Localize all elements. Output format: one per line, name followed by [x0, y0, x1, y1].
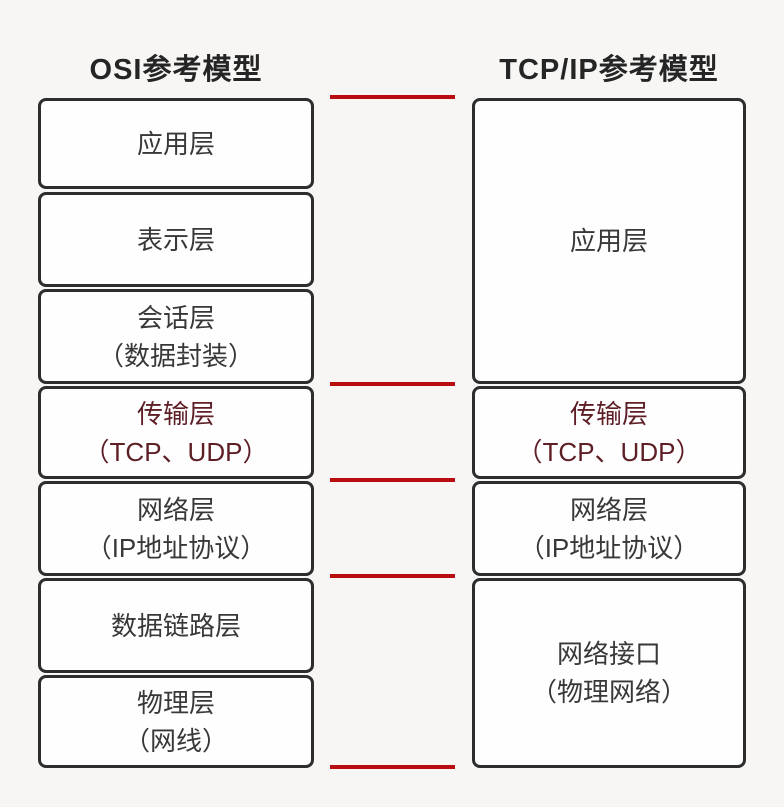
layer-title: 网络接口	[556, 639, 661, 669]
tcpip-layer-network: 网络层 （IP地址协议）	[472, 481, 746, 576]
osi-layer-transport: 传输层 （TCP、UDP）	[38, 386, 314, 479]
tcpip-layer-network-interface: 网络接口 （物理网络）	[472, 578, 746, 768]
connector-line-network-bottom	[330, 574, 455, 578]
layer-subtitle: （TCP、UDP）	[516, 436, 702, 467]
connector-line-bottom	[330, 765, 455, 769]
layer-title: 传输层	[569, 398, 648, 429]
osi-layer-datalink: 数据链路层	[38, 578, 314, 673]
tcpip-model-title: TCP/IP参考模型	[499, 54, 719, 86]
layer-subtitle: （数据封装）	[97, 340, 254, 371]
osi-layer-application: 应用层	[38, 98, 314, 189]
osi-layer-network: 网络层 （IP地址协议）	[38, 481, 314, 576]
layer-title: 网络层	[136, 494, 215, 525]
layer-title: 传输层	[136, 398, 215, 429]
connector-line-transport-top	[330, 382, 455, 386]
layer-title: 物理层	[136, 687, 215, 718]
layer-subtitle: （物理网络）	[530, 677, 687, 707]
osi-model-title: OSI参考模型	[89, 54, 263, 86]
layer-title: 数据链路层	[110, 610, 241, 641]
tcpip-layer-transport: 传输层 （TCP、UDP）	[472, 386, 746, 479]
layer-title: 应用层	[569, 226, 648, 256]
layer-subtitle: （TCP、UDP）	[83, 436, 269, 467]
layer-title: 网络层	[569, 494, 648, 525]
tcpip-layer-application: 应用层	[472, 98, 746, 384]
connector-line-transport-bottom	[330, 478, 455, 482]
osi-layer-physical: 物理层 （网线）	[38, 675, 314, 768]
layer-title: 会话层	[136, 302, 215, 333]
layer-title: 表示层	[136, 224, 215, 255]
layer-subtitle: （网线）	[123, 725, 228, 756]
layer-subtitle: （IP地址协议）	[518, 532, 700, 563]
osi-layer-presentation: 表示层	[38, 192, 314, 287]
layer-title: 应用层	[136, 128, 215, 159]
connector-line-top	[330, 95, 455, 99]
osi-layer-session: 会话层 （数据封装）	[38, 289, 314, 384]
layer-subtitle: （IP地址协议）	[85, 532, 267, 563]
